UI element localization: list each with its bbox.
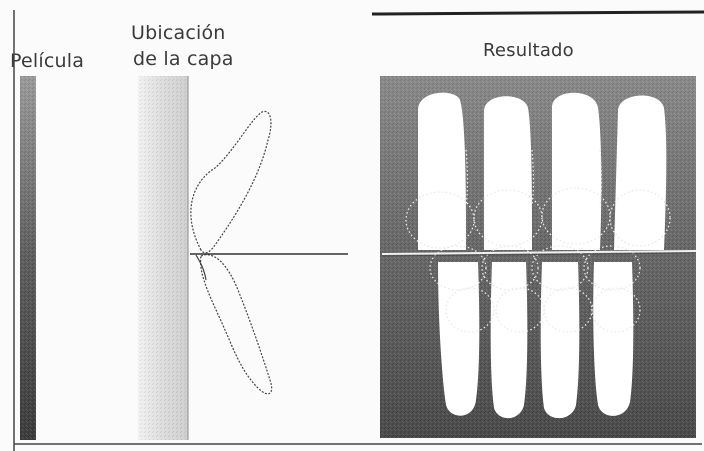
lower-tooth-outline <box>201 255 272 394</box>
upper-tooth-2 <box>484 96 532 250</box>
layer-strip-texture <box>138 76 188 440</box>
upper-tooth-1 <box>418 93 466 250</box>
lower-tooth-4 <box>593 262 633 416</box>
frame-top-line <box>372 12 704 14</box>
upper-tooth-3 <box>552 93 601 250</box>
lower-tooth-3 <box>541 262 580 418</box>
upper-tooth-4 <box>614 95 666 250</box>
film-strip-texture <box>20 76 36 440</box>
upper-tooth-outline <box>191 111 271 253</box>
lower-tooth-2 <box>491 262 528 418</box>
